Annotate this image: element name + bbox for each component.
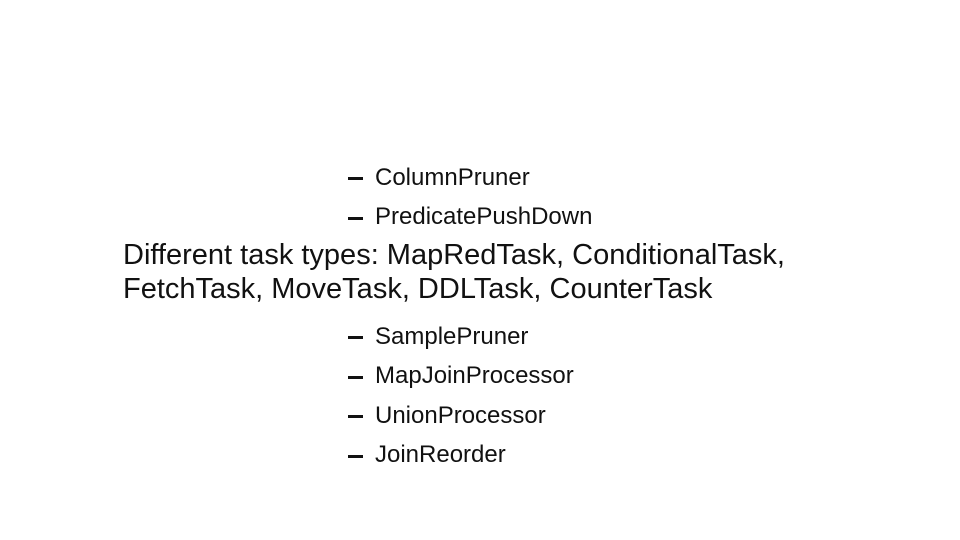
list-item: JoinReorder xyxy=(348,436,574,476)
sub-list-top: ColumnPruner PredicatePushDown xyxy=(348,158,592,237)
dash-bullet-icon xyxy=(348,216,363,220)
main-text-line-1: Different task types: MapRedTask, Condit… xyxy=(123,239,785,271)
dash-bullet-icon xyxy=(348,375,363,379)
dash-bullet-icon xyxy=(348,177,363,181)
list-item-label: SamplePruner xyxy=(375,322,529,350)
dash-bullet-icon xyxy=(348,336,363,340)
list-item: SamplePruner xyxy=(348,317,574,357)
list-item: MapJoinProcessor xyxy=(348,357,574,397)
main-text-line-2: FetchTask, MoveTask, DDLTask, CounterTas… xyxy=(123,273,713,305)
list-item: ColumnPruner xyxy=(348,158,592,198)
dash-bullet-icon xyxy=(348,454,363,458)
list-item-label: PredicatePushDown xyxy=(375,203,593,231)
sub-list-bottom: SamplePruner MapJoinProcessor UnionProce… xyxy=(348,317,574,475)
list-item-label: ColumnPruner xyxy=(375,163,530,191)
list-item: PredicatePushDown xyxy=(348,198,592,238)
list-item-label: MapJoinProcessor xyxy=(375,362,574,390)
list-item-label: JoinReorder xyxy=(375,441,506,469)
main-paragraph: Different task types: MapRedTask, Condit… xyxy=(123,238,883,306)
list-item: UnionProcessor xyxy=(348,396,574,436)
dash-bullet-icon xyxy=(348,415,363,419)
list-item-label: UnionProcessor xyxy=(375,401,546,429)
